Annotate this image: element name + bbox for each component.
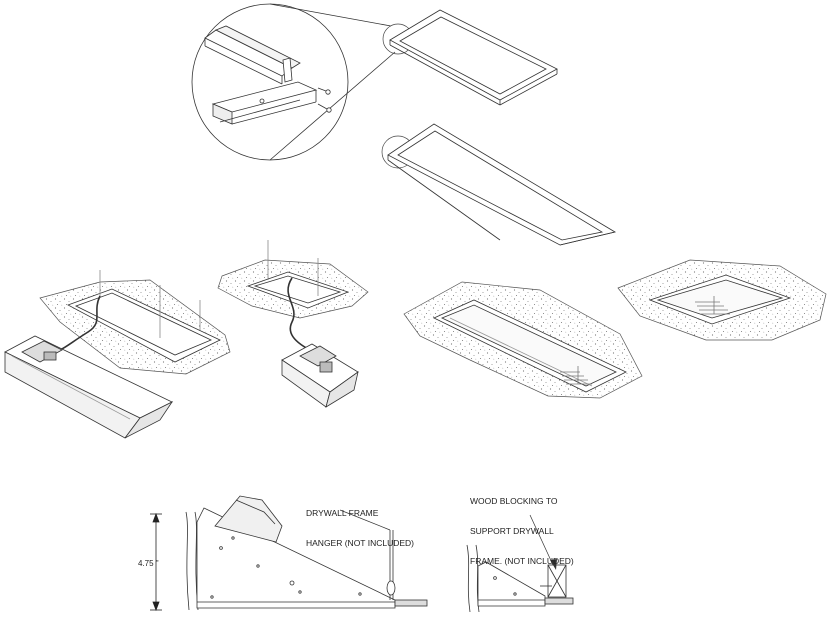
blocking-callout-line-2: SUPPORT DRYWALL [470, 526, 554, 536]
blocking-leader-arrow [550, 559, 557, 570]
frame-small-top [389, 9, 558, 106]
dimension-label: 4.75 " [138, 559, 159, 568]
blocking-callout-line-1: WOOD BLOCKING TO [470, 496, 558, 506]
hanger-callout: DRYWALL FRAME HANGER (NOT INCLUDED) [306, 488, 414, 558]
blocking-leader-line [529, 514, 554, 566]
ceiling-scene-1 [4, 270, 231, 439]
ceiling-scene-3 [403, 281, 643, 399]
frame-large-top [387, 123, 617, 246]
blocking-callout: WOOD BLOCKING TO SUPPORT DRYWALL FRAME. … [470, 476, 574, 576]
ceiling-scene-4 [617, 259, 827, 341]
light-fixture-2 [281, 343, 359, 408]
dimension-marker [150, 512, 162, 612]
hanger-leader-line [339, 509, 391, 531]
ceiling-scene-2 [217, 240, 369, 408]
section-detail-hanger [185, 495, 428, 611]
blocking-callout-line-3: FRAME. (NOT INCLUDED) [470, 556, 574, 566]
hanger-callout-line-1: DRYWALL FRAME [306, 508, 379, 518]
light-fixture-1 [4, 335, 174, 439]
section-detail-blocking [466, 544, 574, 613]
detail-zoom-circle [191, 3, 396, 161]
hanger-callout-line-2: HANGER (NOT INCLUDED) [306, 538, 414, 548]
